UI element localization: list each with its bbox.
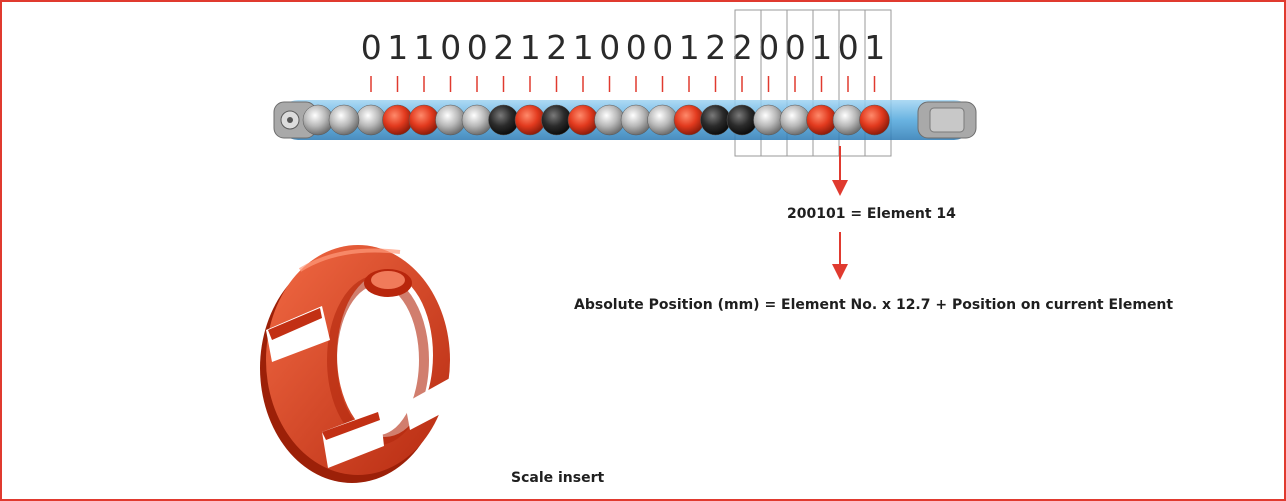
- ball-dark: [488, 104, 519, 136]
- scale-insert-label: Scale insert: [511, 470, 605, 486]
- ball-red: [567, 104, 599, 136]
- ball-red: [673, 104, 705, 136]
- code-digit: 0: [440, 28, 462, 67]
- arrow-down-2: [832, 232, 848, 280]
- code-digit: 0: [784, 28, 806, 67]
- ball-gray: [355, 104, 387, 136]
- code-digit: 2: [731, 28, 753, 67]
- ball-gray: [302, 104, 334, 136]
- scale-balls: [302, 104, 890, 136]
- code-digit: 1: [811, 28, 833, 67]
- ball-gray: [435, 104, 466, 136]
- code-digit: 0: [360, 28, 382, 67]
- scale-insert-ring: [260, 245, 452, 483]
- ball-gray: [647, 104, 678, 136]
- rod-end-cap-right: [917, 101, 977, 139]
- ball-gray: [620, 104, 652, 136]
- code-digit: 2: [493, 28, 515, 67]
- ball-red: [806, 104, 837, 136]
- rod-end-cap-left: [273, 101, 317, 139]
- ball-red: [859, 104, 890, 136]
- ball-gray: [594, 104, 625, 136]
- ball-gray: [461, 104, 493, 136]
- code-digit: 1: [413, 28, 435, 67]
- code-digit: 1: [572, 28, 594, 67]
- code-digit: 1: [678, 28, 700, 67]
- ball-gray: [779, 104, 811, 136]
- tick-marks: [370, 76, 876, 92]
- highlight-window: [734, 9, 892, 157]
- code-digit: 0: [837, 28, 859, 67]
- code-digit: 0: [652, 28, 674, 67]
- ball-red: [514, 104, 546, 136]
- ball-red: [382, 104, 413, 136]
- code-digit: 2: [546, 28, 568, 67]
- code-digit: 0: [625, 28, 647, 67]
- ball-gray: [832, 104, 864, 136]
- code-digit: 1: [864, 28, 886, 67]
- code-digit: 1: [387, 28, 409, 67]
- element-result-label: 200101 = Element 14: [787, 206, 956, 222]
- position-formula-label: Absolute Position (mm) = Element No. x 1…: [574, 297, 1174, 313]
- code-digit: 0: [758, 28, 780, 67]
- ball-red: [408, 104, 440, 136]
- ball-dark: [726, 104, 758, 136]
- ball-gray: [328, 104, 360, 136]
- arrow-down-1: [832, 146, 848, 196]
- ball-dark: [700, 104, 731, 136]
- code-digit: 2: [705, 28, 727, 67]
- ball-gray: [753, 104, 784, 136]
- code-digit: 1: [519, 28, 541, 67]
- code-digit: 0: [466, 28, 488, 67]
- ball-dark: [541, 104, 572, 136]
- code-digit: 0: [599, 28, 621, 67]
